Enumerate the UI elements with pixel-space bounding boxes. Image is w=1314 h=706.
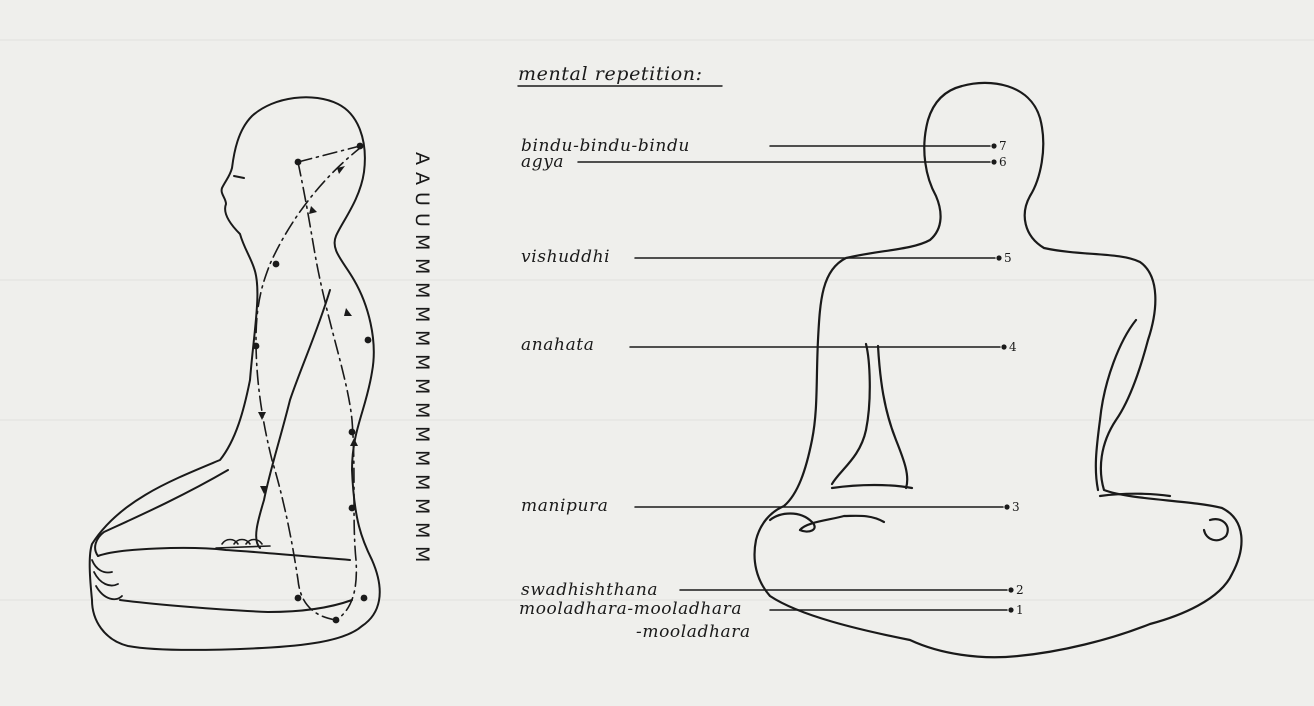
chakra-number: 3 xyxy=(1012,500,1020,514)
aum-letter: M xyxy=(411,330,433,346)
chakra-label: manipura xyxy=(521,496,609,516)
chakra-number: 4 xyxy=(1009,340,1017,354)
chakra-number: 6 xyxy=(999,155,1007,169)
aum-letter: A xyxy=(411,172,433,185)
chakra-label: anahata xyxy=(521,335,594,355)
chakra-number: 2 xyxy=(1016,583,1024,597)
chakra-point-dot xyxy=(991,143,996,148)
chakra-point-dot xyxy=(991,159,996,164)
aum-letter: M xyxy=(411,474,433,490)
chakra-point-dot xyxy=(1008,607,1013,612)
aum-letter: M xyxy=(411,450,433,466)
chakra-number: 1 xyxy=(1016,603,1024,617)
chakra-label: -mooladhara xyxy=(636,622,751,642)
aum-letter: M xyxy=(411,426,433,442)
chakra-label: mooladhara-mooladhara xyxy=(519,599,742,619)
aum-letter: M xyxy=(411,282,433,298)
chakra-point-dot xyxy=(1001,344,1006,349)
chakra-label: agya xyxy=(521,152,564,172)
chakra-label: swadhishthana xyxy=(521,580,658,600)
chakra-point-dot xyxy=(1008,587,1013,592)
aum-letter: M xyxy=(411,522,433,538)
chakra-number: 5 xyxy=(1004,251,1012,265)
aum-letter: M xyxy=(411,258,433,274)
chakra-point-dot xyxy=(1004,504,1009,509)
aum-letter: M xyxy=(411,306,433,322)
chakra-point-dot xyxy=(996,255,1001,260)
aum-letter: M xyxy=(411,402,433,418)
aum-letter: M xyxy=(411,546,433,562)
chakra-number: 7 xyxy=(999,139,1007,153)
heading-mental-repetition: mental repetition: xyxy=(518,63,703,85)
aum-letter: M xyxy=(411,378,433,394)
aum-letter: U xyxy=(411,192,433,206)
chakra-label: vishuddhi xyxy=(521,247,610,267)
aum-letter: U xyxy=(411,213,433,227)
aum-letter: A xyxy=(411,152,433,165)
aum-letter: M xyxy=(411,498,433,514)
aum-letter: M xyxy=(411,234,433,250)
aum-letter: M xyxy=(411,354,433,370)
